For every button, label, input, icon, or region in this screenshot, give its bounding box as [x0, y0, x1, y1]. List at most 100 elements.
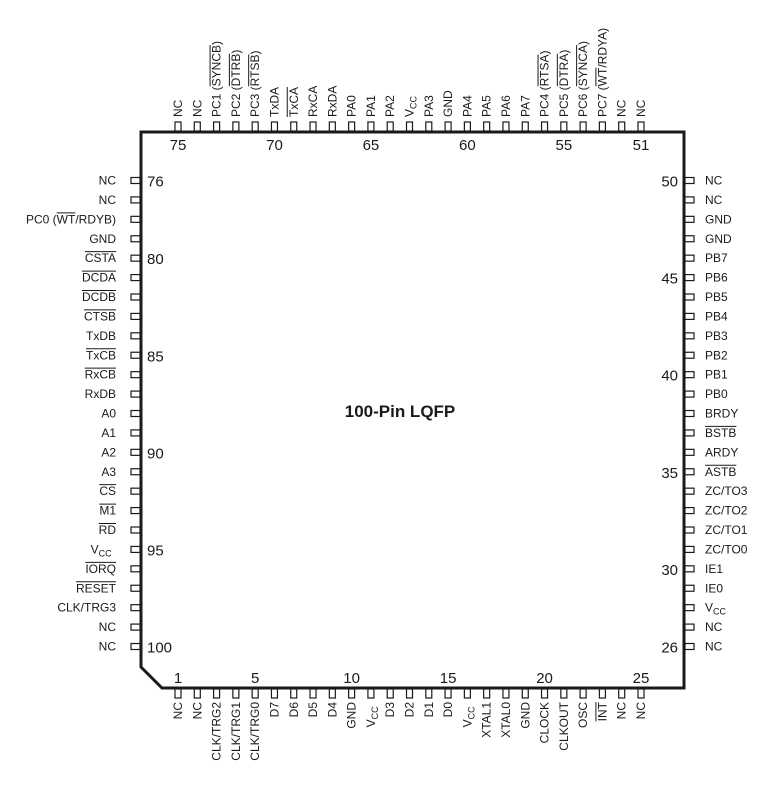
pin-label: ASTB	[705, 465, 736, 479]
pin-label: D0	[441, 702, 455, 718]
pin-label: IE0	[705, 581, 723, 595]
pin-label-group: VCC	[364, 706, 380, 728]
pin-label-group: DCDA	[81, 270, 116, 285]
pin-lead	[212, 688, 221, 699]
pin-lead	[251, 688, 259, 699]
pin-label: M1	[99, 504, 116, 518]
pin-label-group: PC0 (WT/RDYB)	[26, 212, 116, 226]
pin-label-group: NC	[99, 193, 117, 207]
pin-label-group: BSTB	[705, 425, 737, 440]
pin-label-group: BRDY	[705, 407, 738, 421]
pin-label-group: PC7 (WT/RDYA)	[595, 28, 609, 117]
pin-label-group: PB1	[705, 368, 728, 382]
pin-label: PC2 (DTRB)	[229, 50, 243, 117]
pin-lead	[193, 688, 201, 699]
pin-label-group: PB5	[705, 290, 728, 304]
pin-label: XTAL0	[499, 702, 513, 738]
pin-lead	[348, 688, 356, 699]
pin-label-group: TxDA	[267, 87, 281, 117]
pin-label-group: TxCB	[86, 348, 116, 362]
pin-label: CLK/TRG1	[229, 702, 243, 761]
pin-number: 20	[536, 670, 553, 687]
pin-label: NC	[171, 702, 185, 720]
pin-lead	[405, 688, 414, 699]
pin-label: GND	[705, 232, 732, 246]
pin-label-group: IORQ	[85, 561, 116, 576]
pin-lead	[270, 688, 279, 699]
pin-label-group: NC	[615, 702, 629, 720]
pin-lead	[290, 121, 298, 132]
pin-label: IE1	[705, 562, 723, 576]
pin-label-group: NC	[705, 640, 723, 654]
pin-lead	[130, 176, 141, 185]
pin-label: A2	[101, 445, 116, 459]
pin-number: 55	[555, 137, 572, 154]
pin-label: PC6 (SYNCA)	[576, 41, 590, 117]
pin-label: PB2	[705, 348, 728, 362]
pin-lead	[684, 332, 695, 340]
pin-number: 60	[459, 137, 476, 154]
pin-label-group: TxDB	[86, 329, 116, 343]
pin-label-group: RxDB	[85, 387, 116, 401]
pin-label: TxDB	[86, 329, 116, 343]
pin-lead	[684, 526, 695, 534]
pin-label: PA4	[460, 95, 474, 117]
pin-label: RxCA	[306, 86, 320, 117]
pin-label: NC	[190, 702, 204, 720]
pin-lead	[502, 688, 510, 699]
pin-lead	[386, 688, 394, 699]
pin-lead	[684, 584, 695, 592]
pin-lead	[328, 121, 336, 132]
pin-number: 45	[661, 271, 678, 288]
pin-lead	[618, 121, 626, 132]
pin-lead	[130, 506, 141, 515]
pin-label: PB1	[705, 368, 728, 382]
pin-label-group: PC3 (RTSB)	[248, 51, 262, 117]
pin-label: RESET	[76, 581, 117, 595]
pin-label: D5	[306, 702, 320, 718]
pin-label: CLK/TRG0	[248, 702, 262, 761]
pin-lead	[684, 409, 695, 418]
pin-lead	[540, 121, 549, 132]
pin-label: OSC	[576, 702, 590, 728]
pin-label: RxDA	[325, 86, 339, 117]
pin-label-group: D6	[287, 702, 301, 718]
pin-lead	[130, 371, 141, 379]
pin-label-subscript: CC	[99, 548, 112, 558]
pin-label: PA7	[518, 95, 532, 117]
pin-label: ZC/TO3	[705, 484, 748, 498]
pin-lead	[232, 688, 240, 699]
pin-label-group: DCDB	[81, 290, 116, 304]
pin-lead	[684, 312, 695, 321]
pin-lead	[130, 468, 141, 476]
pin-lead	[130, 196, 141, 204]
pin-label-group: CLK/TRG1	[229, 702, 243, 761]
pin-lead	[637, 688, 645, 699]
pin-label: RD	[99, 523, 117, 537]
pin-lead	[232, 121, 240, 132]
pin-label: BRDY	[705, 407, 738, 421]
pin-lead	[684, 390, 695, 398]
pin-lead	[290, 688, 298, 699]
pin-label: GND	[518, 702, 532, 729]
pin-label: RxCB	[85, 368, 116, 382]
pin-lead	[579, 121, 587, 132]
pin-label-group: GND	[345, 702, 359, 729]
pin-lead	[463, 121, 471, 132]
pin-label-group: D0	[441, 702, 455, 718]
pin-label: VCC	[364, 706, 380, 728]
pin-label: NC	[705, 620, 723, 634]
pin-label-group: PA6	[499, 95, 513, 117]
pin-number: 1	[174, 670, 182, 687]
pin-label-group: NC	[705, 620, 723, 634]
pin-label-group: RxCB	[84, 367, 116, 382]
pin-label: PA6	[499, 95, 513, 117]
pin-label-group: PB4	[705, 309, 728, 323]
pin-label-group: NC	[705, 193, 723, 207]
pin-number: 51	[633, 137, 650, 154]
pin-lead	[684, 235, 695, 243]
pin-label: ZC/TO1	[705, 523, 748, 537]
pin-label-group: PC2 (DTRB)	[228, 50, 243, 117]
pin-label: PA5	[480, 95, 494, 117]
pin-label: PA0	[345, 95, 359, 117]
